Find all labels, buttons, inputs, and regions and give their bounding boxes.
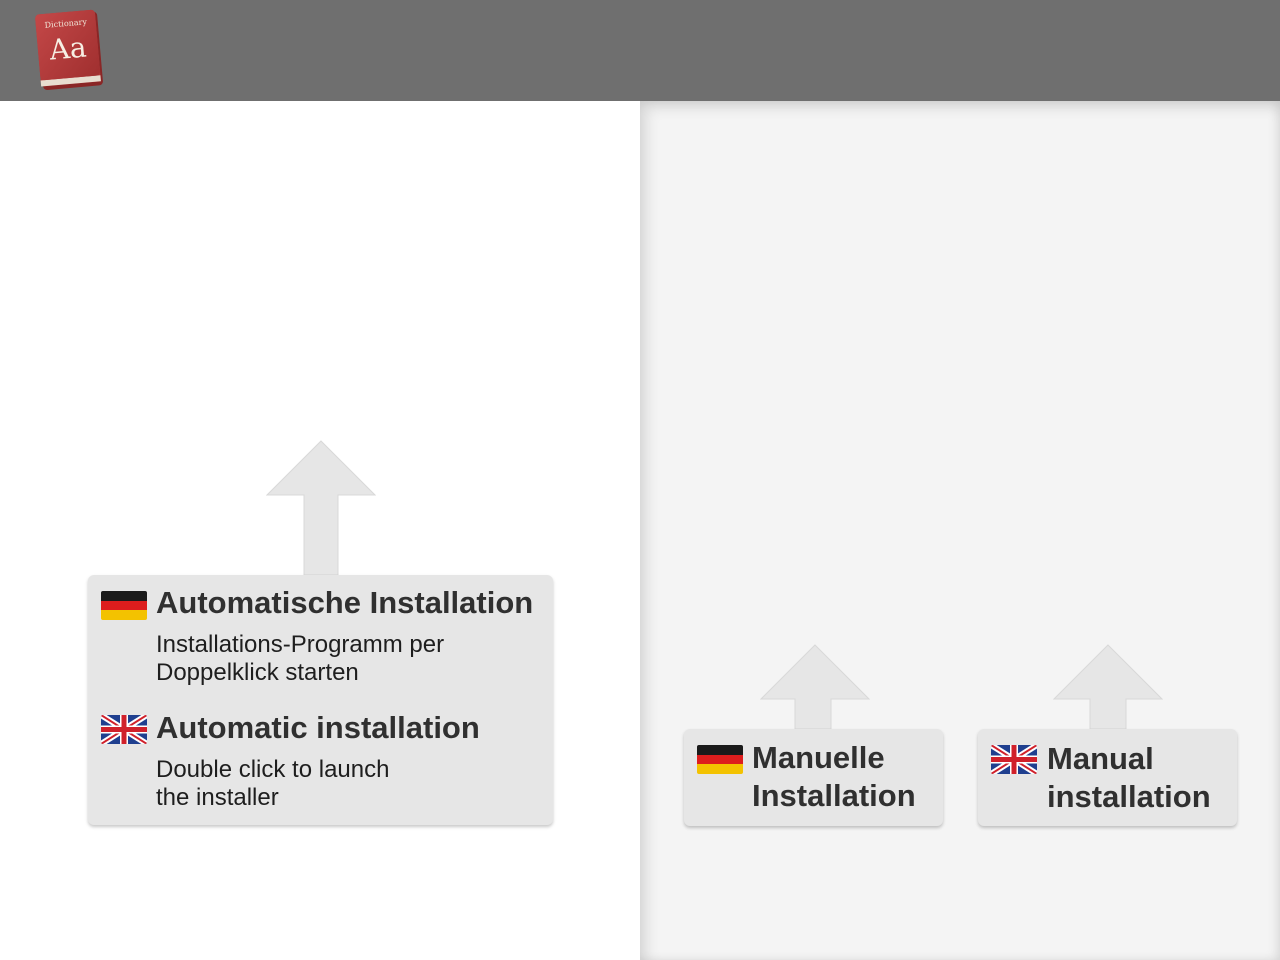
top-bar: Dictionary Aa [0,0,1280,101]
manual-install-pane [640,101,1280,960]
icon-glyph: Aa [47,30,88,66]
manual-install-title-en: Manual installation [1047,741,1211,814]
flag-germany-icon [101,591,147,620]
flag-uk-icon [991,745,1037,774]
arrow-up-icon [760,644,870,730]
flag-germany-icon [697,745,743,774]
auto-install-title-en: Automatic installation [156,710,480,745]
auto-install-desc-de: Installations-Programm per Doppelklick s… [156,631,445,686]
dictionary-app-icon[interactable]: Dictionary Aa [31,5,106,93]
flag-uk-icon [101,715,147,744]
arrow-up-icon [266,440,376,576]
arrow-up-icon [1053,644,1163,730]
manual-install-de-card[interactable]: Manuelle Installation [684,729,943,826]
manual-install-title-de: Manuelle Installation [752,740,916,813]
automatic-install-card[interactable]: Automatische Installation Installations-… [88,575,553,825]
icon-label: Dictionary [44,17,87,30]
auto-install-title-de: Automatische Installation [156,585,534,620]
auto-install-desc-en: Double click to launch the installer [156,756,390,811]
manual-install-en-card[interactable]: Manual installation [978,729,1237,826]
